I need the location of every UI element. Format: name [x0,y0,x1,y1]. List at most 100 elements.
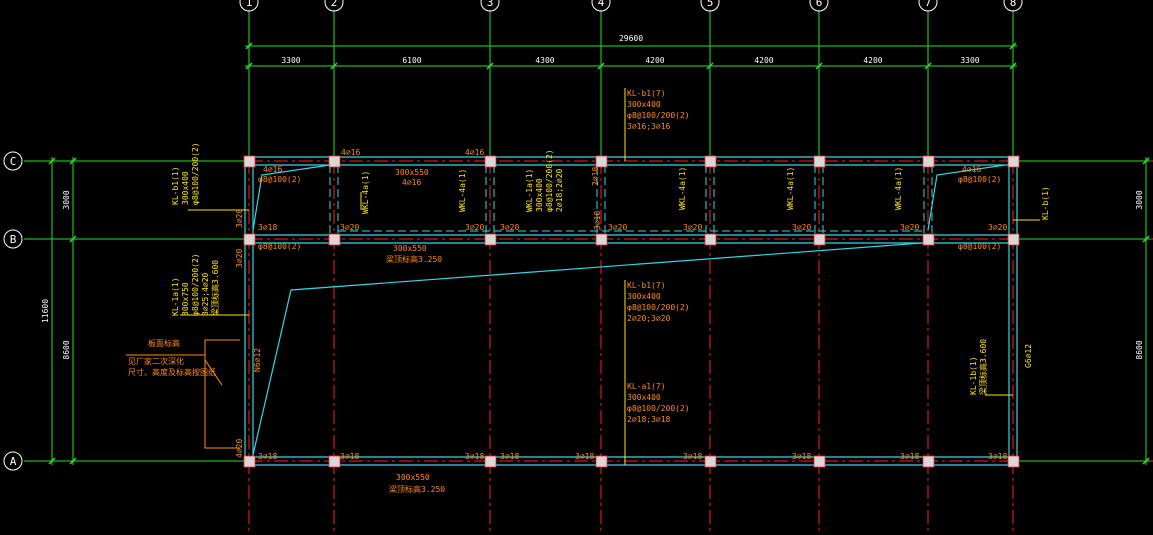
left-vert-label: 3⌀20 [235,209,244,228]
dim-span-1: 3300 [281,56,300,65]
b-right-note: φ8@100(2) [958,242,1001,251]
dim-total: 29600 [619,34,643,43]
a-label-3: 3⌀18 [465,452,484,461]
orange-annotations: KL-b1(7) 300x400 φ8@100/200(2) 3⌀16;3⌀16… [128,89,1007,494]
b-label-9: 3⌀20 [988,223,1007,232]
axis-label-4: 4 [598,0,605,9]
axis-label-7: 7 [925,0,932,9]
axis-label-5: 5 [707,0,714,9]
dim-right-1: 3000 [1135,190,1144,209]
bottom-kl-a1-line2: 300x400 [627,393,661,402]
wkl-label-2: WKL-4a(1) [458,169,467,212]
b-label-8: 3⌀20 [900,223,919,232]
callout-line1: 板面标高 [148,338,180,348]
left-top-note-a: 4⌀16 [263,165,282,174]
a-label-4: 3⌀18 [500,452,519,461]
dim-right-2: 8600 [1135,340,1144,359]
a-label-8: 3⌀18 [900,452,919,461]
dim-left-2: 8600 [62,340,71,359]
right-top-note: φ8@100(2) [958,175,1001,184]
bottom-kl-a1-line1: KL-a1(7) [627,382,666,391]
right-kl-1b-line1: KL-1b(1) [969,356,978,395]
left-top-note: φ8@100(2) [258,175,301,184]
mid-label-3: 3⌀18 [593,211,602,230]
a-label-9: 3⌀18 [988,452,1007,461]
axis-label-3: 3 [487,0,494,9]
dim-span-3: 4300 [535,56,554,65]
mid-kl-b1-line1: KL-b1(7) [627,281,666,290]
bottom-kl-a1-line4: 2⌀18;3⌀18 [627,415,671,424]
left-kl-1a-line2: 300x750 [181,282,190,316]
mid-stirrup-line2: 300x400 [535,178,544,212]
mid-kl-b1-line2: 300x400 [627,292,661,301]
dim-span-2: 6100 [402,56,421,65]
b-label-left: 3⌀20 [235,249,244,268]
axis-label-b: B [10,233,17,246]
beam-c-size: 300x550 [395,168,429,177]
axis-label-c: C [10,155,17,168]
b-left-note: φ8@100(2) [258,242,301,251]
callout-line3: 尺寸、高度及标高按图纸 [128,367,216,377]
left-vert2-label: N6⌀12 [253,348,262,372]
yellow-labels: KL-b1(1) 300x400 φ8@100/200(2) KL-1a(1) … [171,142,1050,395]
a-label-1: 3⌀18 [258,452,277,461]
beam-a-elevation: 梁顶标高3.250 [389,484,445,494]
mid-stirrup-line3: φ8@100/200(2) [545,149,554,212]
top-kl-b1-line4: 3⌀16;3⌀16 [627,122,671,131]
left-kl-1a-line3: φ8@100/200(2) [191,253,200,316]
left-axis-labels: C B A [10,155,17,468]
b-label-1: 3⌀18 [258,223,277,232]
beam-b-elevation: 梁顶标高3.250 [386,254,442,264]
wkl-label-4: WKL-4a(1) [786,167,795,210]
dimension-ticks [48,42,1150,465]
dim-span-4: 4200 [645,56,664,65]
axis-label-8: 8 [1010,0,1017,9]
b-label-6: 3⌀20 [683,223,702,232]
left-kl-1a-line1: KL-1a(1) [171,277,180,316]
axis-label-a: A [10,455,17,468]
dim-span-5: 4200 [754,56,773,65]
axis-label-6: 6 [816,0,823,9]
dimension-texts: 29600 3300 6100 4300 4200 4200 4200 3300… [41,34,1144,360]
top-axis-labels: 1 2 3 4 5 6 7 8 [246,0,1017,9]
mid-stirrup-line1: WKL-1a(1) [525,169,534,212]
left-kl-1a-line4: 3⌀25;4⌀20 [201,272,210,316]
rotated-orange-labels: 3⌀20 4⌀20 3⌀20 N6⌀12 2⌀18 3⌀18 [235,167,602,458]
callout-line2: 见厂家二次深化 [128,356,184,366]
left-kl-b1-line2: 300x400 [181,171,190,205]
mid-stirrup-line4: 2⌀18;2⌀20 [555,168,564,212]
dim-span-6: 4200 [863,56,882,65]
dim-span-7: 3300 [960,56,979,65]
a-label-left: 4⌀20 [235,439,244,458]
top-kl-b1-line3: φ8@100/200(2) [627,111,690,120]
right-tag-label: KL-b(1) [1041,186,1050,220]
b-label-4: 3⌀20 [500,223,519,232]
left-kl-1a-line5: 梁顶标高3.600 [210,260,220,316]
mid-kl-b1-line3: φ8@100/200(2) [627,303,690,312]
green-extension-lines [24,10,1150,465]
top-kl-b1-line1: KL-b1(7) [627,89,666,98]
left-kl-b1-line1: KL-b1(1) [171,166,180,205]
secondary-beam-lines [329,165,933,235]
b-label-3: 3⌀20 [465,223,484,232]
a-label-7: 3⌀18 [792,452,811,461]
leader-lines [180,88,1040,465]
bottom-kl-a1-line3: φ8@100/200(2) [627,404,690,413]
a-label-6: 3⌀18 [683,452,702,461]
rebar-label-b: 4⌀16 [465,148,484,157]
a-label-5: 3⌀18 [575,452,594,461]
a-label-2: 3⌀18 [340,452,359,461]
rebar-label-a: 4⌀16 [341,148,360,157]
mid-label-2: 2⌀18 [591,167,600,186]
axis-label-2: 2 [331,0,338,9]
mid-kl-b1-line4: 2⌀20;3⌀20 [627,314,671,323]
top-axis-bubbles [239,0,1023,12]
wkl-label-3: WKL-4a(1) [678,167,687,210]
beam-b-size: 300x550 [393,244,427,253]
b-label-2: 3⌀20 [340,223,359,232]
top-kl-b1-line2: 300x400 [627,100,661,109]
beam-lines [244,156,1018,466]
b-label-7: 3⌀20 [792,223,811,232]
axis-label-1: 1 [246,0,253,9]
